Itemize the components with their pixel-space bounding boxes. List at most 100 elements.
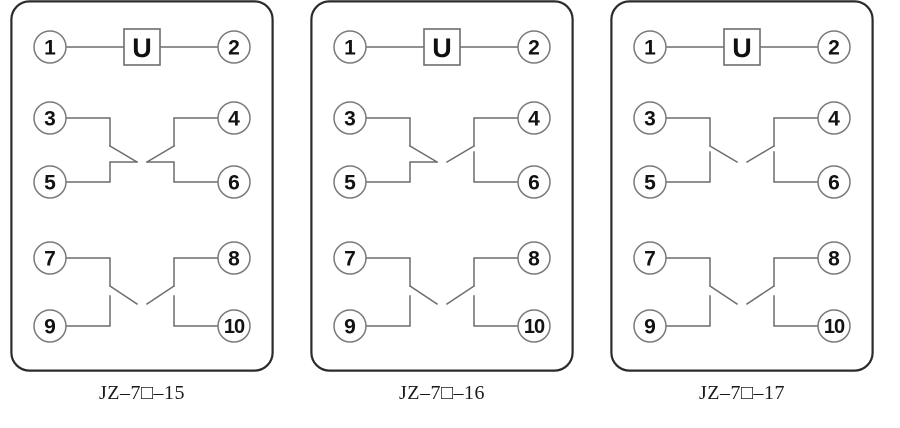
contact-blade xyxy=(445,284,476,306)
terminal-circle xyxy=(817,165,851,199)
terminal-8: 8 xyxy=(217,241,251,275)
coil-circuit: U xyxy=(65,28,219,66)
coil-box xyxy=(123,28,161,66)
terminal-number: 4 xyxy=(228,108,240,131)
contact-fixed-open xyxy=(665,151,711,183)
terminal-circle xyxy=(33,241,67,275)
terminal-1: 1 xyxy=(633,30,667,64)
terminal-circle xyxy=(817,241,851,275)
panel-caption: JZ–7□–15 xyxy=(98,382,186,404)
contact-normally-closed-3-5 xyxy=(365,117,439,183)
contact-normally-open-8-10 xyxy=(745,257,819,327)
terminal-number: 4 xyxy=(828,108,840,131)
contact-common-arm xyxy=(365,257,411,287)
terminal-number: 7 xyxy=(344,248,356,271)
terminal-number: 4 xyxy=(528,108,540,131)
contact-common-arm xyxy=(173,117,219,147)
terminal-circle xyxy=(517,309,551,343)
terminal-number: 5 xyxy=(344,172,356,195)
contact-common-arm xyxy=(773,117,819,147)
terminal-6: 6 xyxy=(817,165,851,199)
contact-fixed-open xyxy=(773,151,819,183)
contact-normally-open-4-6 xyxy=(445,117,519,183)
contact-normally-open-8-10 xyxy=(445,257,519,327)
terminal-3: 3 xyxy=(33,101,67,135)
contact-normally-open-8-10 xyxy=(145,257,219,327)
terminal-circle xyxy=(33,101,67,135)
contact-common-arm xyxy=(473,257,519,287)
terminal-circle xyxy=(333,165,367,199)
terminal-5: 5 xyxy=(333,165,367,199)
terminal-circle xyxy=(633,241,667,275)
terminal-2: 2 xyxy=(217,30,251,64)
coil-symbol-label: U xyxy=(132,33,152,63)
contact-normally-open-7-9 xyxy=(365,257,439,327)
terminal-number: 10 xyxy=(824,316,845,338)
terminal-number: 9 xyxy=(644,316,656,339)
panel-outline xyxy=(310,0,574,372)
terminal-circle xyxy=(217,101,251,135)
contact-common-arm xyxy=(65,117,111,147)
terminal-1: 1 xyxy=(33,30,67,64)
terminal-circle xyxy=(817,309,851,343)
contact-blade xyxy=(108,284,139,306)
contact-blade xyxy=(708,144,739,164)
terminal-number: 8 xyxy=(528,248,540,271)
terminal-10: 10 xyxy=(517,309,551,343)
contact-fixed-open xyxy=(173,295,219,327)
contact-blade xyxy=(745,284,776,306)
terminal-number: 2 xyxy=(228,37,240,60)
contact-common-arm xyxy=(665,117,711,147)
terminal-4: 4 xyxy=(817,101,851,135)
terminal-9: 9 xyxy=(633,309,667,343)
contact-fixed-closed xyxy=(365,161,438,183)
terminal-number: 3 xyxy=(344,108,356,131)
contact-fixed-open xyxy=(665,295,711,327)
contact-fixed-open xyxy=(773,295,819,327)
terminal-number: 8 xyxy=(828,248,840,271)
contact-fixed-open xyxy=(473,295,519,327)
terminal-circle xyxy=(517,30,551,64)
contact-blade xyxy=(708,284,739,306)
terminal-number: 10 xyxy=(524,316,545,338)
terminal-circle xyxy=(517,101,551,135)
terminal-circle xyxy=(333,309,367,343)
contact-blade xyxy=(145,144,176,164)
contact-normally-closed-3-5 xyxy=(65,117,139,183)
terminal-number: 2 xyxy=(528,37,540,60)
coil-circuit: U xyxy=(665,28,819,66)
contact-normally-closed-4-6 xyxy=(145,117,219,183)
terminal-number: 6 xyxy=(228,172,240,195)
terminal-number: 1 xyxy=(644,37,656,60)
terminal-circle xyxy=(33,309,67,343)
coil-symbol-label: U xyxy=(732,33,752,63)
terminal-number: 5 xyxy=(644,172,656,195)
terminal-5: 5 xyxy=(33,165,67,199)
terminal-circle xyxy=(333,30,367,64)
terminal-number: 9 xyxy=(344,316,356,339)
panel-caption: JZ–7□–17 xyxy=(698,382,786,404)
terminal-number: 7 xyxy=(44,248,56,271)
terminal-circle xyxy=(817,101,851,135)
terminal-2: 2 xyxy=(517,30,551,64)
terminal-7: 7 xyxy=(33,241,67,275)
terminal-8: 8 xyxy=(517,241,551,275)
contact-normally-open-4-6 xyxy=(745,117,819,183)
contact-fixed-closed xyxy=(146,161,219,183)
contact-blade xyxy=(108,144,139,164)
terminal-10: 10 xyxy=(817,309,851,343)
terminal-8: 8 xyxy=(817,241,851,275)
terminal-10: 10 xyxy=(217,309,251,343)
terminal-number: 8 xyxy=(228,248,240,271)
contact-normally-open-7-9 xyxy=(665,257,739,327)
terminal-circle xyxy=(217,165,251,199)
panel-caption: JZ–7□–16 xyxy=(398,382,486,404)
contact-common-arm xyxy=(665,257,711,287)
terminal-circle xyxy=(217,30,251,64)
contact-blade xyxy=(445,144,476,164)
